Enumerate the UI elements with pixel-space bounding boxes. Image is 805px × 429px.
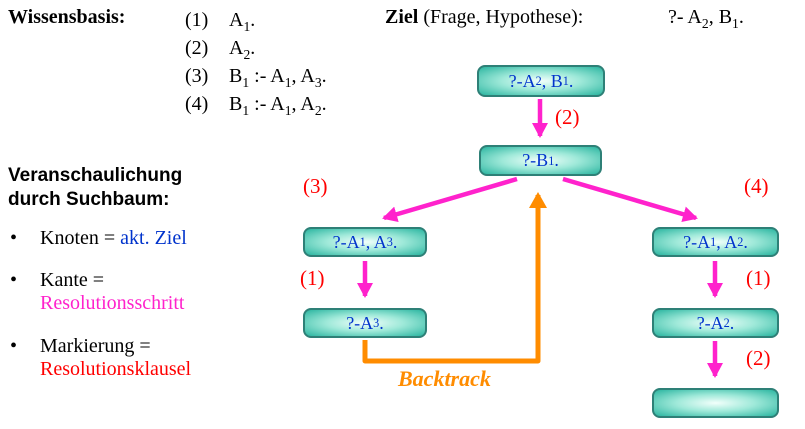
legend-bullet-knoten: • Knoten = akt. Ziel (10, 227, 280, 250)
goal-label-bold: Ziel (385, 6, 419, 28)
kb-item: (2) A2. (185, 34, 327, 62)
bullet-icon: • (10, 335, 18, 357)
kb-item-number: (1) (185, 9, 209, 31)
edge-b1-to-right1 (562, 176, 698, 223)
kb-item-clause: A1. (229, 9, 256, 34)
edge-label-4: (4) (744, 174, 769, 198)
edge-b1-to-left1 (382, 176, 518, 223)
kb-item: (3) B1 :- A1, A3. (185, 62, 327, 90)
edge-label-1-left: (1) (300, 266, 325, 290)
legend-title: Veranschaulichung durch Suchbaum: (8, 164, 182, 212)
knowledge-base-list: (1) A1. (2) A2. (3) B1 :- A1, A3. (4) B1 :- … (185, 6, 327, 118)
bullet-text: Knoten = (40, 227, 121, 249)
legend-bullet-markierung: • Markierung =Resolutionsklausel (10, 335, 280, 381)
goal-value: ?- A2, B1. (668, 6, 744, 31)
kb-item-clause: B1 :- A1, A2. (229, 93, 327, 118)
goal-label-rest: (Frage, Hypothese): (418, 6, 584, 28)
legend-bullet-kante: • Kante =Resolutionsschritt (10, 269, 280, 315)
bullet-icon: • (10, 269, 18, 291)
bullet-highlight: Resolutionsschritt (40, 292, 185, 314)
edge-label-2-top: (2) (555, 105, 580, 129)
legend-title-line1: Veranschaulichung (8, 165, 183, 186)
kb-item-number: (2) (185, 37, 209, 59)
edge-label-3: (3) (303, 174, 328, 198)
bullet-highlight: akt. Ziel (120, 227, 187, 249)
edge-label-1-right: (1) (746, 266, 771, 290)
edge-label-2-bottom: (2) (746, 346, 771, 370)
goal-label: Ziel (Frage, Hypothese): (385, 6, 583, 29)
kb-item: (4) B1 :- A1, A2. (185, 90, 327, 118)
kb-item-clause: A2. (229, 37, 256, 62)
bullet-icon: • (10, 227, 18, 249)
bullet-text: Markierung = (40, 335, 151, 357)
kb-item: (1) A1. (185, 6, 327, 34)
backtrack-label: Backtrack (398, 366, 491, 391)
kb-item-number: (4) (185, 93, 209, 115)
bullet-highlight: Resolutionsklausel (40, 358, 192, 380)
legend-title-line2: durch Suchbaum: (8, 189, 170, 210)
bullet-text: Kante = (40, 269, 105, 291)
tree-node-success (652, 388, 779, 418)
knowledge-base-title: Wissensbasis: (8, 6, 126, 28)
kb-item-number: (3) (185, 65, 209, 87)
kb-item-clause: B1 :- A1, A3. (229, 65, 327, 90)
